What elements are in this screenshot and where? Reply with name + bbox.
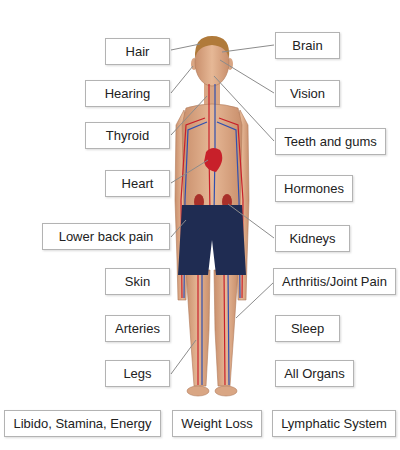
box-label: Libido, Stamina, Energy (13, 416, 151, 432)
label-box: Heart (105, 170, 170, 197)
label-box: Teeth and gums (275, 128, 386, 155)
label-box: Hair (105, 38, 170, 65)
label-box: Lymphatic System (272, 410, 396, 437)
box-label: Kidneys (289, 231, 335, 247)
label-box: Skin (105, 268, 170, 295)
box-label: Legs (123, 366, 151, 382)
label-box: Brain (275, 32, 340, 59)
label-box: Legs (105, 360, 170, 387)
box-label: Weight Loss (181, 416, 252, 432)
label-box: Vision (275, 80, 340, 107)
box-label: Teeth and gums (284, 134, 377, 150)
box-label: Lymphatic System (281, 416, 387, 432)
box-label: Sleep (291, 321, 324, 337)
box-label: Hearing (105, 86, 151, 102)
box-label: Thyroid (106, 128, 149, 144)
box-label: All Organs (284, 366, 345, 382)
box-label: Lower back pain (59, 229, 154, 245)
label-box: Hormones (275, 175, 353, 202)
box-label: Brain (292, 38, 322, 54)
leader-lines (171, 44, 274, 374)
label-box: Hearing (85, 80, 170, 107)
box-label: Heart (122, 176, 154, 192)
label-box: Arthritis/Joint Pain (273, 268, 396, 295)
label-box: Weight Loss (172, 410, 262, 437)
box-label: Hair (126, 44, 150, 60)
box-label: Vision (290, 86, 325, 102)
label-box: Arteries (105, 315, 170, 342)
label-box: Lower back pain (42, 223, 170, 250)
label-box: All Organs (275, 360, 354, 387)
box-label: Skin (125, 274, 150, 290)
label-box: Kidneys (275, 225, 350, 252)
box-label: Hormones (284, 181, 344, 197)
label-box: Sleep (275, 315, 340, 342)
box-label: Arthritis/Joint Pain (282, 274, 387, 290)
label-box: Libido, Stamina, Energy (4, 410, 161, 437)
box-label: Arteries (115, 321, 160, 337)
label-box: Thyroid (85, 122, 170, 149)
